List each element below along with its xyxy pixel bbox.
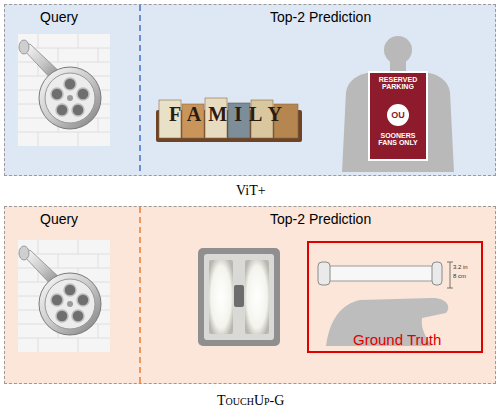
panel-caption: TouchUp-G	[217, 393, 284, 409]
sign-holder-image	[342, 36, 454, 172]
ground-truth-label: Ground Truth	[353, 331, 441, 348]
ground-truth-box: Ground Truth	[307, 241, 483, 353]
light-switch-image	[234, 285, 244, 307]
sign-holder-image	[384, 36, 412, 64]
light-switch-image	[245, 260, 269, 334]
column-heading: Query	[40, 9, 78, 25]
dimension-text: 8 cm	[453, 273, 479, 279]
paper-holder-image	[450, 262, 451, 288]
sign-logo: OU	[387, 110, 409, 120]
light-switch-image	[198, 248, 280, 346]
paper-holder-image	[322, 266, 438, 281]
sign-text: RESERVED PARKING	[371, 76, 425, 90]
column-heading: Query	[40, 211, 78, 227]
shower-image	[18, 240, 110, 352]
block-letters: FAMILY	[158, 103, 300, 126]
separator-line	[139, 207, 141, 383]
paper-holder-image	[432, 262, 442, 285]
paper-holder-image	[447, 262, 453, 263]
sign-holder-image	[342, 72, 454, 172]
sign-holder-image	[387, 104, 409, 126]
result-panel: QueryTop-2 PredictionViT+	[4, 4, 496, 176]
result-panel: QueryTop-2 PredictionTouchUp-GGround Tru…	[4, 206, 496, 384]
panel-ground	[4, 206, 496, 384]
separator-line	[139, 5, 141, 175]
paper-holder-image	[318, 262, 330, 285]
sign-holder-image	[369, 72, 427, 160]
shower-image	[18, 34, 110, 146]
column-heading: Top-2 Prediction	[270, 9, 371, 25]
paper-holder-image	[447, 288, 453, 289]
sign-text: SOONERS FANS ONLY	[371, 132, 425, 146]
family-blocks-image	[156, 98, 302, 142]
panel-caption: ViT+	[236, 183, 266, 199]
light-switch-image	[204, 254, 274, 340]
panel-ground	[4, 4, 496, 176]
column-heading: Top-2 Prediction	[270, 211, 371, 227]
light-switch-image	[198, 248, 280, 346]
light-switch-image	[209, 260, 233, 334]
dimension-text: 3.2 in	[453, 264, 479, 270]
